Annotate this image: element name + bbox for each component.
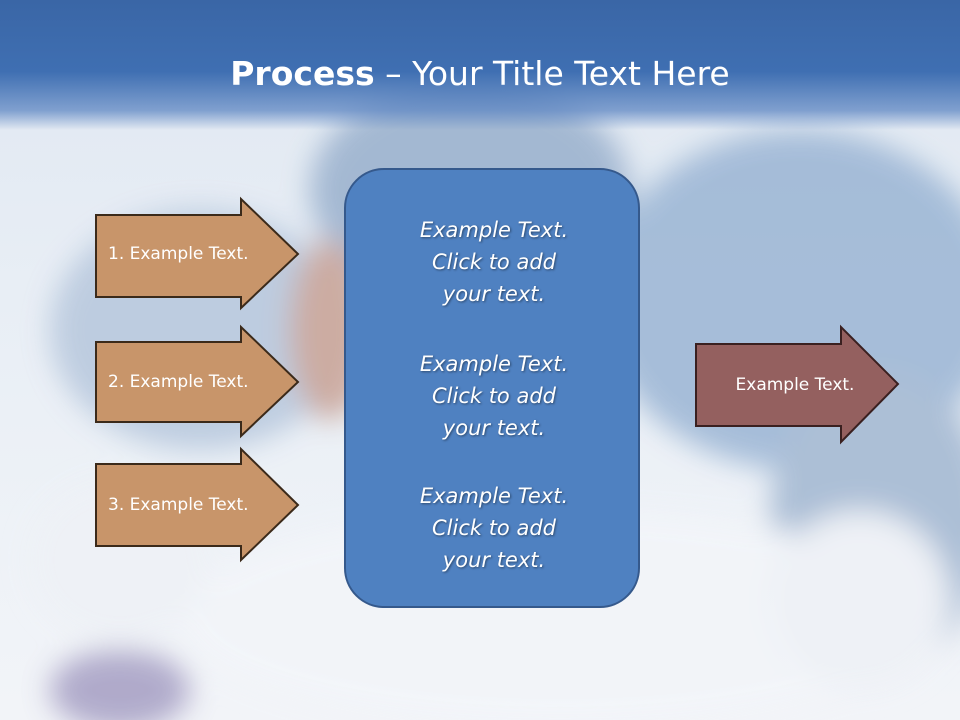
panel-text-block-2[interactable]: Example Text. Click to add your text. bbox=[346, 348, 642, 444]
left-arrow-3-label: 3. Example Text. bbox=[108, 495, 249, 515]
panel-text-block-1[interactable]: Example Text. Click to add your text. bbox=[346, 214, 642, 310]
left-arrow-2-label: 2. Example Text. bbox=[108, 372, 249, 392]
title-bold: Process bbox=[230, 54, 375, 93]
panel-block-1-line-3: your text. bbox=[442, 282, 546, 306]
title-bar bbox=[0, 0, 960, 130]
left-arrow-2[interactable]: 2. Example Text. bbox=[95, 324, 300, 439]
panel-text-block-3[interactable]: Example Text. Click to add your text. bbox=[346, 480, 642, 576]
panel-block-3-line-2: Click to add bbox=[431, 516, 556, 540]
panel-block-3-line-1: Example Text. bbox=[419, 484, 569, 508]
left-arrow-1-label: 1. Example Text. bbox=[108, 244, 249, 264]
panel-block-2-line-1: Example Text. bbox=[419, 352, 569, 376]
slide-title[interactable]: Process – Your Title Text Here bbox=[0, 52, 960, 96]
panel-block-3-line-3: your text. bbox=[442, 548, 546, 572]
center-text-panel[interactable]: Example Text. Click to add your text. Ex… bbox=[344, 168, 640, 608]
title-rest: – Your Title Text Here bbox=[374, 54, 730, 93]
right-arrow-label: Example Text. bbox=[735, 375, 855, 395]
panel-block-2-line-3: your text. bbox=[442, 416, 546, 440]
left-arrow-3[interactable]: 3. Example Text. bbox=[95, 446, 300, 563]
panel-block-1-line-2: Click to add bbox=[431, 250, 556, 274]
panel-block-2-line-2: Click to add bbox=[431, 384, 556, 408]
left-arrow-1[interactable]: 1. Example Text. bbox=[95, 196, 300, 311]
panel-block-1-line-1: Example Text. bbox=[419, 218, 569, 242]
right-arrow[interactable]: Example Text. bbox=[695, 324, 900, 445]
